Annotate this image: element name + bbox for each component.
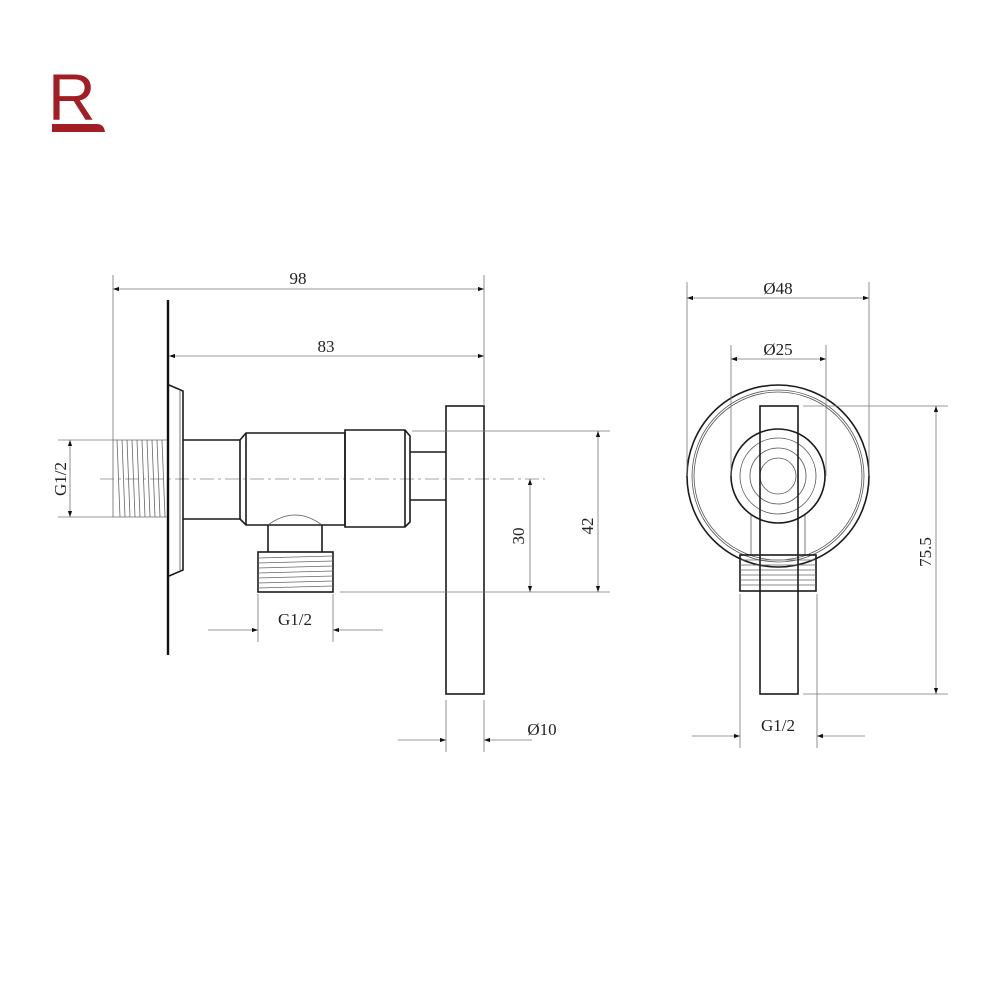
- dim-length-from-wall: 83: [318, 337, 335, 356]
- dim-handle-diameter: Ø10: [527, 720, 556, 739]
- dim-outlet-offset: 30: [509, 528, 528, 545]
- logo-underline: [52, 124, 105, 132]
- dim-escutcheon-diameter: Ø48: [763, 279, 792, 298]
- dim-handle-length: 75.5: [916, 537, 935, 567]
- dim-body-diameter: Ø25: [763, 340, 792, 359]
- side-view: 98 83 G1/2 G1/2 30 42 Ø10: [51, 269, 610, 752]
- outlet-thread: [257, 551, 334, 593]
- front-outlet-thread: [739, 554, 817, 592]
- valve-cap: [344, 429, 411, 528]
- front-lever-handle: [759, 405, 799, 695]
- dim-overall-length: 98: [290, 269, 307, 288]
- outlet-neck: [267, 525, 323, 552]
- dim-inlet-thread: G1/2: [51, 462, 70, 496]
- inlet-thread: [112, 439, 167, 518]
- dim-outlet-to-top: 42: [578, 518, 597, 535]
- body-circle: [730, 428, 826, 524]
- escutcheon-flange: [168, 384, 184, 577]
- front-view: Ø48 Ø25 75.5 G1/2: [686, 279, 948, 748]
- escutcheon-outer: [686, 384, 870, 568]
- logo-letter: R: [48, 60, 96, 134]
- dim-front-outlet-thread: G1/2: [761, 716, 795, 735]
- inlet-stub: [183, 439, 241, 520]
- lever-handle: [445, 405, 485, 695]
- spindle: [410, 451, 446, 501]
- brand-logo: R: [48, 60, 105, 134]
- dim-outlet-thread: G1/2: [278, 610, 312, 629]
